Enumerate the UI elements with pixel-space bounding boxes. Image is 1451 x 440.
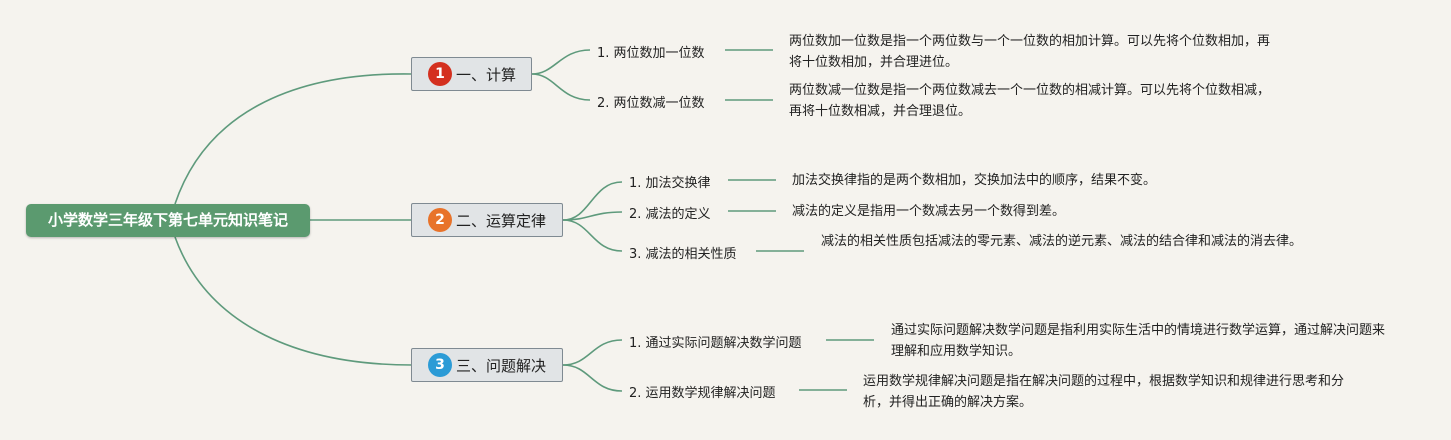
connector-branch-2-sub-3: [562, 219, 623, 252]
subtopic-real-world-problems[interactable]: 1. 通过实际问题解决数学问题: [629, 336, 802, 351]
description-real-world-problems[interactable]: 通过实际问题解决数学问题是指利用实际生活中的情境进行数学运算，通过解决问题来理解…: [891, 323, 1386, 359]
description-subtraction-properties[interactable]: 减法的相关性质包括减法的零元素、减法的逆元素、减法的结合律和减法的消去律。: [821, 234, 1303, 249]
connector-root-branch-3: [174, 236, 413, 366]
number-1-icon: 1: [428, 62, 452, 86]
connector-branch-3-sub-2: [562, 364, 623, 392]
branch-topic-problem-solving[interactable]: 3 三、问题解决: [411, 348, 563, 382]
connector-branch-2-sub-2: [562, 211, 623, 221]
branch-title: 三、问题解决: [456, 356, 547, 375]
connector-branch-3-sub-1: [562, 339, 623, 366]
connector-root-branch-1: [174, 73, 413, 205]
description-math-rules[interactable]: 运用数学规律解决问题是指在解决问题的过程中，根据数学知识和规律进行思考和分析，并…: [863, 374, 1345, 410]
description-subtraction-definition[interactable]: 减法的定义是指用一个数减去另一个数得到差。: [792, 204, 1066, 219]
branch-topic-operation-laws[interactable]: 2 二、运算定律: [411, 203, 563, 237]
connector-branch-1-sub-2: [531, 73, 591, 101]
subtopic-subtract-two-digit[interactable]: 2. 两位数减一位数: [597, 96, 705, 111]
branch-topic-calculation[interactable]: 1 一、计算: [411, 57, 532, 91]
description-commutative-law[interactable]: 加法交换律指的是两个数相加，交换加法中的顺序，结果不变。: [792, 173, 1157, 188]
subtopic-subtraction-definition[interactable]: 2. 减法的定义: [629, 207, 711, 222]
connector-branch-2-sub-1: [562, 181, 623, 221]
subtopic-add-two-digit[interactable]: 1. 两位数加一位数: [597, 46, 705, 61]
description-add-two-digit[interactable]: 两位数加一位数是指一个两位数与一个一位数的相加计算。可以先将个位数相加，再将十位…: [789, 34, 1271, 70]
number-2-icon: 2: [428, 208, 452, 232]
connector-branch-1-sub-1: [531, 49, 591, 75]
root-topic[interactable]: 小学数学三年级下第七单元知识笔记: [26, 204, 310, 237]
description-subtract-two-digit[interactable]: 两位数减一位数是指一个两位数减去一个一位数的相减计算。可以先将个位数相减，再将十…: [789, 83, 1271, 119]
subtopic-subtraction-properties[interactable]: 3. 减法的相关性质: [629, 247, 737, 262]
number-3-icon: 3: [428, 353, 452, 377]
subtopic-math-rules[interactable]: 2. 运用数学规律解决问题: [629, 386, 776, 401]
subtopic-commutative-law[interactable]: 1. 加法交换律: [629, 176, 711, 191]
branch-title: 二、运算定律: [456, 211, 547, 230]
branch-title: 一、计算: [456, 65, 517, 84]
